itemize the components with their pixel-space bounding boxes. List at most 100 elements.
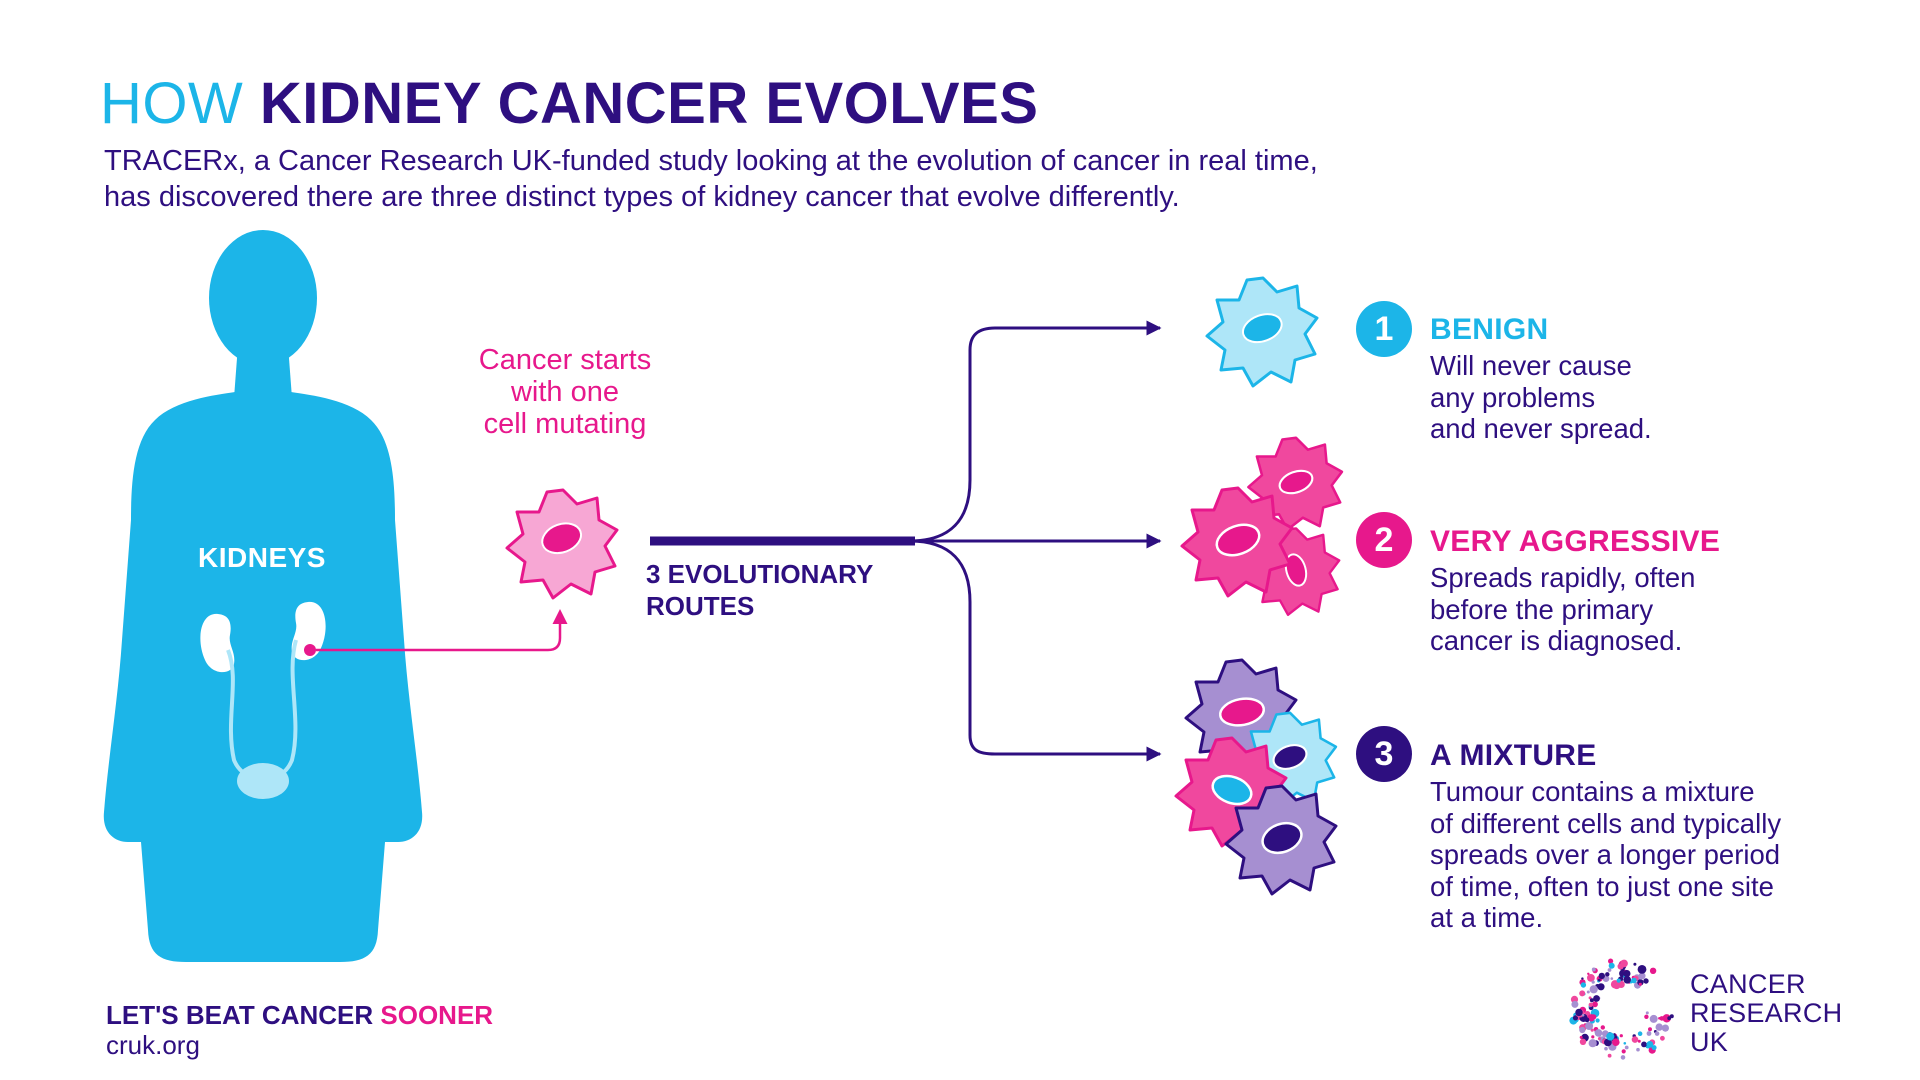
logo-dot <box>1579 1035 1583 1039</box>
logo-dot <box>1581 1013 1585 1017</box>
logo-dot <box>1610 977 1614 980</box>
logo-dot <box>1572 1015 1579 1021</box>
logo-dot <box>1637 1031 1643 1036</box>
logo-dot <box>1643 978 1649 984</box>
logo-dot <box>1585 1022 1594 1030</box>
logo-dot <box>1587 1014 1596 1022</box>
start-cell <box>505 488 619 600</box>
outcome-1-title: BENIGN <box>1430 313 1549 346</box>
start-line-1: Cancer starts <box>478 344 652 376</box>
kidney-to-cell-arrow <box>316 609 568 652</box>
logo-dot <box>1608 958 1614 964</box>
logo-dot <box>1661 1024 1669 1032</box>
intro-line-1: TRACERx, a Cancer Research UK-funded stu… <box>104 145 1318 177</box>
start-line-2: with one <box>510 376 619 408</box>
logo-dot <box>1649 967 1657 974</box>
logo-dot <box>1655 1023 1663 1031</box>
benign-cell <box>1205 276 1319 388</box>
logo-dot <box>1589 985 1598 994</box>
logo-dot <box>1645 1011 1649 1015</box>
logo-dot <box>1604 1046 1608 1051</box>
logo-dot <box>1597 1037 1601 1041</box>
logo-dot <box>1588 1039 1597 1048</box>
logo-dot <box>1669 1014 1674 1019</box>
outcome-2-description: Spreads rapidly, often before the primar… <box>1430 562 1695 657</box>
logo-dot <box>1589 998 1594 1003</box>
logo-dot <box>1594 1029 1603 1037</box>
routes-line-2: ROUTES <box>646 591 755 621</box>
outcome-2-line: Spreads rapidly, often <box>1430 562 1696 593</box>
logo-dot <box>1579 1026 1586 1034</box>
logo-dot <box>1598 972 1606 980</box>
logo-dot <box>1600 1025 1606 1030</box>
logo-dot <box>1580 982 1587 988</box>
website-link[interactable]: cruk.org <box>106 1030 200 1060</box>
logo-dot <box>1637 965 1647 974</box>
logo-dot <box>1637 1039 1641 1043</box>
outcome-1-line: Will never cause <box>1430 350 1632 381</box>
logo-dot <box>1620 959 1628 968</box>
logo-dot <box>1587 974 1595 982</box>
intro-text: TRACERx, a Cancer Research UK-funded stu… <box>104 143 1604 215</box>
logo-dot <box>1638 972 1646 980</box>
logo-dot <box>1646 1031 1652 1036</box>
logo-dot <box>1636 1047 1640 1052</box>
body-silhouette <box>103 230 423 962</box>
logo-dot <box>1591 1035 1595 1039</box>
kidneys-label: KIDNEYS <box>198 542 326 573</box>
logo-dot <box>1621 1049 1626 1054</box>
mixture-cell-cluster <box>1174 658 1338 896</box>
outcome-3-line: of different cells and typically <box>1430 807 1782 839</box>
footer-slogan: LET'S BEAT CANCER SOONER <box>106 1000 493 1031</box>
logo-line-2: RESEARCH <box>1690 998 1843 1028</box>
logo-dot <box>1619 1034 1623 1038</box>
logo-dot <box>1660 1035 1665 1041</box>
logo-dot <box>1571 1000 1579 1008</box>
outcome-1-line: any problems <box>1430 381 1596 413</box>
logo-dot <box>1595 1018 1600 1023</box>
logo-dot <box>1587 972 1590 975</box>
logo-line-1: CANCER <box>1690 969 1806 999</box>
logo-dot <box>1588 1002 1594 1007</box>
title-main: KIDNEY CANCER EVOLVES <box>259 71 1039 136</box>
logo-dot <box>1662 1014 1671 1023</box>
logo-dot <box>1608 962 1615 969</box>
outcome-3-number-badge: 3 <box>1356 726 1412 782</box>
logo-dot <box>1590 1028 1594 1032</box>
routes-label: 3 EVOLUTIONARY ROUTES <box>646 558 873 622</box>
logo-dot <box>1591 980 1595 984</box>
logo-dot <box>1575 1008 1583 1017</box>
logo-dot <box>1616 978 1621 983</box>
logo-dot <box>1644 1014 1649 1019</box>
logo-dot <box>1638 982 1642 986</box>
logo-dot <box>1581 977 1584 980</box>
logo-dot <box>1623 976 1631 984</box>
logo-dot <box>1579 1038 1587 1046</box>
cruk-logo-text: CANCER RESEARCH UK <box>1690 970 1842 1057</box>
outcome-2-title: VERY AGGRESSIVE <box>1430 525 1721 558</box>
logo-dot <box>1648 1027 1652 1032</box>
cancer-start-label: Cancer starts with one cell mutating <box>430 344 700 440</box>
logo-dot <box>1649 1014 1658 1023</box>
logo-dot <box>1631 977 1637 984</box>
outcome-1-number-badge: 1 <box>1356 301 1412 357</box>
outcome-3-description: Tumour contains a mixture of different c… <box>1430 776 1781 934</box>
logo-dot <box>1620 1055 1626 1060</box>
intro-line-2: has discovered there are three distinct … <box>104 181 1180 213</box>
logo-dot <box>1584 1017 1590 1023</box>
cruk-logo-mark <box>1569 958 1674 1060</box>
outcome-2-line: cancer is diagnosed. <box>1430 625 1683 656</box>
outcome-1-description: Will never cause any problems and never … <box>1430 350 1652 445</box>
kidneys-organs <box>200 601 326 799</box>
logo-dot <box>1586 990 1590 994</box>
logo-dot <box>1631 1036 1639 1043</box>
logo-dot <box>1607 968 1612 972</box>
logo-dot <box>1606 1032 1615 1041</box>
logo-dot <box>1623 1042 1627 1045</box>
logo-dot <box>1641 1041 1647 1048</box>
title-how: HOW <box>100 71 244 136</box>
aggressive-cell-cluster <box>1180 436 1344 617</box>
outcome-3-line: at a time. <box>1430 902 1544 933</box>
logo-dot <box>1617 980 1625 989</box>
